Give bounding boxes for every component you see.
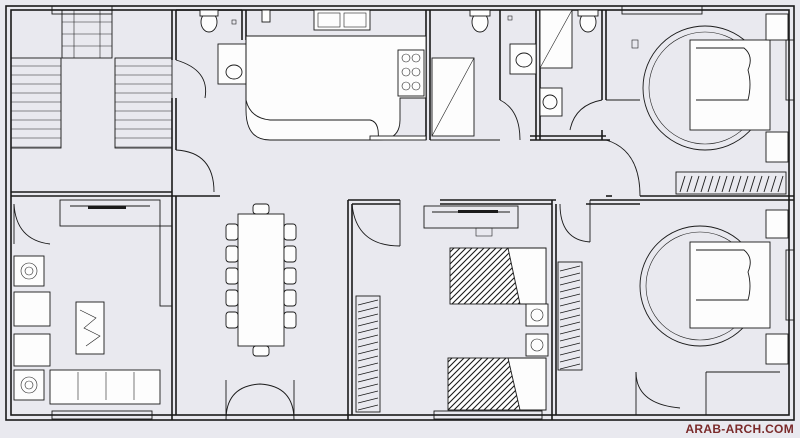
kitchen — [245, 9, 427, 141]
bedroom-2 — [351, 200, 549, 413]
master-bedroom — [605, 13, 789, 197]
bathroom-1 — [175, 9, 247, 99]
staircase — [10, 9, 173, 149]
watermark-logo: ARAB-ARCH.COM — [685, 422, 794, 436]
living-room — [13, 199, 173, 405]
bathroom-2 — [430, 9, 537, 141]
bathroom-3 — [539, 9, 603, 131]
windows — [51, 5, 795, 420]
exterior-walls — [5, 5, 795, 421]
dining-table — [175, 149, 297, 421]
bedroom-3 — [557, 200, 789, 415]
